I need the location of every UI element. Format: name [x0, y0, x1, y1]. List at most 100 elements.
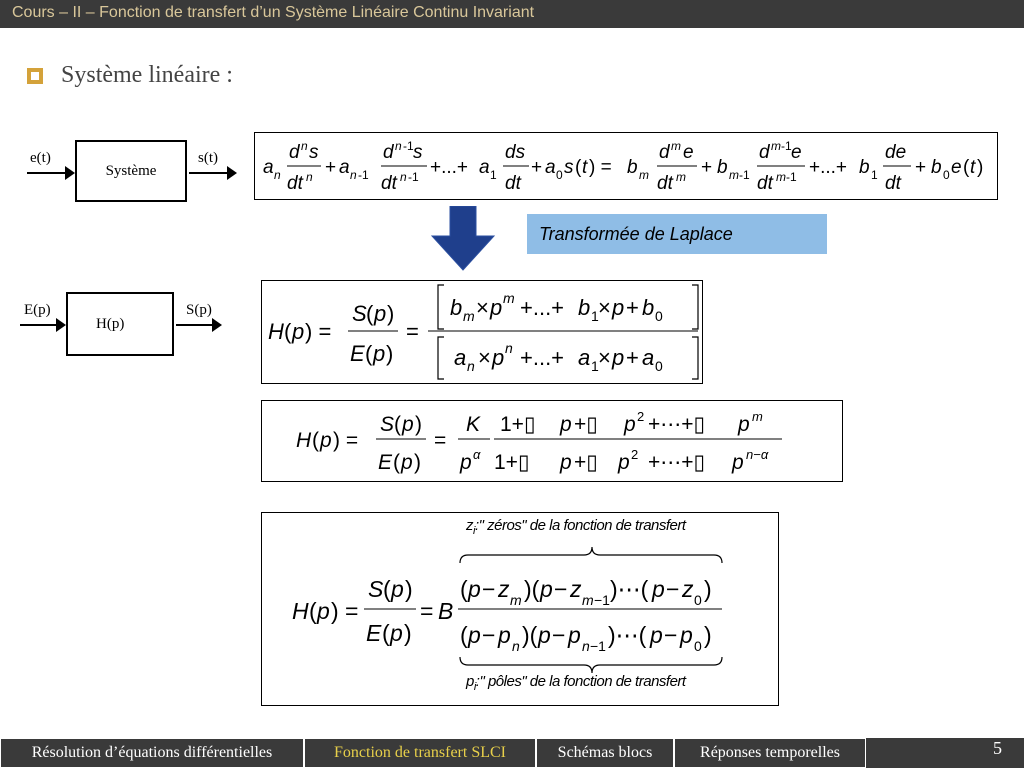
- square-bullet-icon: [27, 68, 43, 84]
- poles-symbol: p: [466, 673, 474, 690]
- svg-text:z: z: [497, 576, 510, 602]
- tab-fonction-transfert[interactable]: Fonction de transfert SLCI: [304, 738, 536, 768]
- svg-text:+: +: [325, 157, 336, 178]
- svg-text:-1: -1: [358, 168, 369, 182]
- svg-text:(: (: [309, 598, 317, 624]
- svg-text:+...+: +...+: [520, 295, 564, 320]
- svg-text:n: n: [505, 340, 513, 356]
- svg-text:p: p: [567, 622, 581, 648]
- svg-text:n: n: [467, 358, 475, 374]
- laplace-label-box: Transformée de Laplace: [527, 214, 827, 254]
- svg-text:+▯: +▯: [574, 413, 598, 436]
- svg-text:a: a: [642, 345, 654, 370]
- zeros-subscript: i: [473, 525, 475, 537]
- svg-text:(: (: [284, 319, 292, 344]
- poles-annotation: pi:" pôles" de la fonction de transfert: [466, 673, 686, 693]
- zeros-annotation: zi:" zéros" de la fonction de transfert: [466, 517, 686, 537]
- svg-text:b: b: [578, 295, 590, 320]
- svg-text:): ): [404, 620, 412, 646]
- svg-text:m: m: [771, 139, 781, 153]
- svg-text:+: +: [626, 345, 639, 370]
- svg-text:dt: dt: [757, 173, 774, 194]
- svg-text:E: E: [366, 620, 382, 646]
- svg-text:n: n: [350, 168, 357, 182]
- svg-text:p: p: [390, 576, 404, 602]
- svg-text:+...+: +...+: [430, 157, 468, 178]
- svg-text:b: b: [717, 157, 728, 178]
- svg-text:−: −: [664, 622, 677, 648]
- svg-text:H: H: [296, 429, 312, 452]
- svg-text:m: m: [752, 409, 763, 424]
- svg-text:p: p: [559, 451, 572, 474]
- svg-text:e: e: [951, 157, 962, 178]
- svg-text:p: p: [617, 451, 630, 474]
- svg-text:(: (: [393, 451, 400, 474]
- svg-text:)(: )(: [524, 576, 540, 602]
- svg-text:a: a: [479, 157, 490, 178]
- svg-text:p: p: [537, 622, 551, 648]
- svg-text:dt: dt: [287, 173, 304, 194]
- svg-text:1: 1: [591, 358, 599, 374]
- svg-text:d: d: [659, 142, 671, 163]
- svg-text:b: b: [627, 157, 638, 178]
- svg-text:m: m: [729, 168, 739, 182]
- svg-text:K: K: [466, 413, 481, 436]
- svg-text:(: (: [382, 620, 390, 646]
- svg-text:+...+: +...+: [809, 157, 847, 178]
- svg-text:0: 0: [655, 358, 663, 374]
- svg-text:p: p: [651, 576, 665, 602]
- svg-text:p: p: [611, 345, 624, 370]
- block2-transfer-label: H(p): [96, 316, 125, 332]
- svg-text:z: z: [681, 576, 694, 602]
- svg-text:e: e: [683, 142, 694, 163]
- tab-schemas-blocs[interactable]: Schémas blocs: [536, 738, 674, 768]
- svg-text:): ): [977, 157, 983, 178]
- svg-text:n: n: [395, 139, 402, 153]
- svg-text:(: (: [394, 413, 401, 436]
- poles-annotation-text: :" pôles" de la fonction de transfert: [475, 673, 686, 690]
- svg-text:p: p: [559, 413, 572, 436]
- svg-text:a: a: [578, 345, 590, 370]
- zeros-symbol: z: [466, 517, 474, 534]
- svg-text:b: b: [450, 295, 462, 320]
- block1-input-label: e(t): [30, 150, 51, 166]
- tab-reponses-temporelles[interactable]: Réponses temporelles: [674, 738, 866, 768]
- svg-text:1: 1: [871, 168, 878, 182]
- svg-text:de: de: [885, 142, 906, 163]
- block2-input-arrow: [20, 318, 66, 332]
- header-title: Cours – II – Fonction de transfert d’un …: [12, 4, 535, 21]
- svg-text:(: (: [366, 301, 374, 326]
- svg-text:1+▯: 1+▯: [494, 451, 530, 474]
- svg-text:d: d: [383, 142, 395, 163]
- svg-text:(: (: [460, 622, 468, 648]
- block1-system-label: Système: [105, 162, 157, 179]
- svg-text:+▯: +▯: [574, 451, 598, 474]
- laplace-label: Transformée de Laplace: [539, 223, 733, 244]
- svg-text:p: p: [459, 451, 472, 474]
- svg-text:d: d: [289, 142, 301, 163]
- svg-text:+: +: [915, 157, 926, 178]
- svg-text:p: p: [389, 620, 403, 646]
- section-title: Système linéaire :: [61, 62, 233, 88]
- svg-text:E: E: [378, 451, 393, 474]
- svg-text:=: =: [406, 319, 419, 344]
- svg-text:α: α: [473, 447, 481, 462]
- svg-text:p: p: [679, 622, 693, 648]
- block2-output-arrow: [176, 318, 222, 332]
- svg-text:) =: ) =: [589, 157, 612, 178]
- svg-text:1: 1: [490, 168, 497, 182]
- svg-text:): ): [414, 451, 421, 474]
- svg-text:): ): [704, 576, 712, 602]
- block1-output-label: s(t): [198, 150, 218, 166]
- svg-text:−: −: [666, 576, 679, 602]
- svg-text:a: a: [454, 345, 466, 370]
- svg-text:s: s: [413, 142, 423, 163]
- svg-text:) =: ) =: [331, 598, 358, 624]
- tab-resolution-equations[interactable]: Résolution d’équations différentielles: [0, 738, 304, 768]
- svg-text:−1: −1: [594, 592, 610, 608]
- svg-text:p: p: [611, 295, 624, 320]
- svg-text:p: p: [316, 598, 330, 624]
- svg-text:p: p: [319, 429, 332, 452]
